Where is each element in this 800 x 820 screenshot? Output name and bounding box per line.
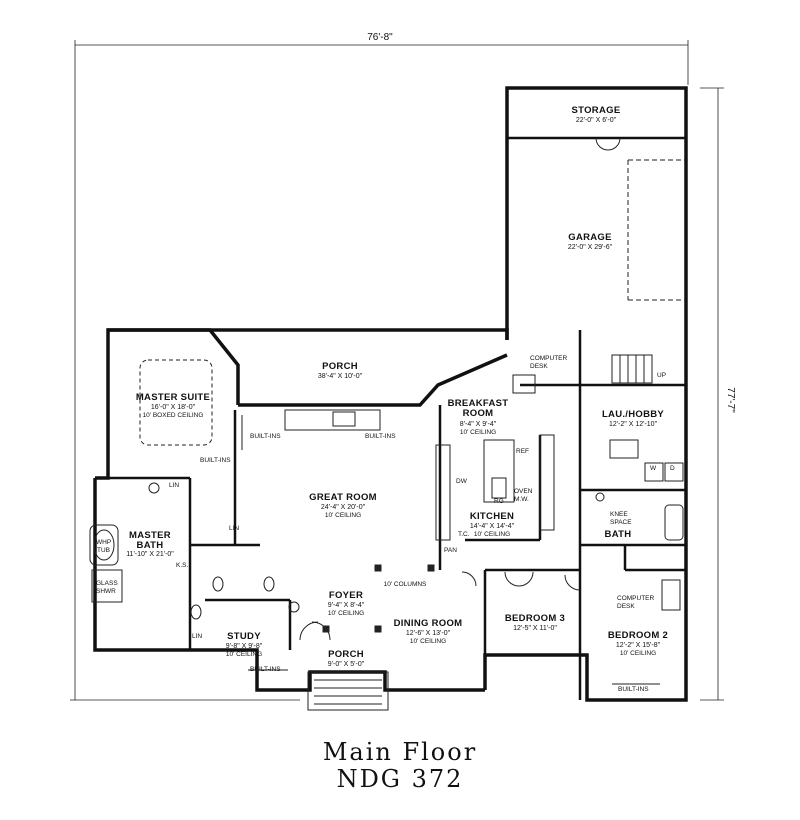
rg-label: RG [494, 498, 504, 505]
room-labels: 76'-8" 77'-7" STORAGE 22'-0" X 6'-0" GAR… [96, 32, 736, 693]
master-bath-name2: BATH [137, 540, 164, 551]
bath-name: BATH [605, 529, 632, 540]
great-room-ceiling: 10' CEILING [325, 512, 361, 519]
lin-label-1: LIN [169, 482, 179, 489]
up-label: UP [657, 372, 666, 379]
storage-dim: 22'-0" X 6'-0" [576, 117, 617, 124]
dining-dim: 12'-6" X 13'-0" [406, 630, 451, 637]
master-suite-ceiling: 10' BOXED CEILING [143, 412, 204, 419]
bedroom3-dim: 12'-5" X 11'-0" [513, 625, 557, 632]
lin-label-2: LIN [229, 525, 239, 532]
fixtures [89, 137, 686, 711]
overall-depth-label: 77'-7" [725, 387, 736, 413]
master-bath-dim: 11'-10" X 21'-0" [126, 551, 174, 558]
dw-label: DW [456, 478, 468, 485]
caption-title: Main Floor [322, 738, 478, 766]
mw-label: M.W. [514, 496, 529, 503]
pan-label: PAN [444, 547, 457, 554]
built-ins-label-5: BUILT-INS [618, 686, 649, 693]
master-suite-name: MASTER SUITE [136, 392, 210, 403]
porch-rear-name: PORCH [322, 361, 358, 372]
computer-desk-label-1: COMPUTER [530, 355, 568, 362]
bedroom3-name: BEDROOM 3 [505, 613, 565, 624]
lin-label-3: LIN [192, 633, 202, 640]
master-bath-name: MASTER [129, 530, 171, 541]
study-dim: 9'-8" X 9'-8" [226, 643, 263, 650]
built-ins-label-1: BUILT-INS [250, 433, 281, 440]
study-ceiling: 10' CEILING [226, 651, 262, 658]
breakfast-name2: ROOM [463, 408, 494, 419]
study-name: STUDY [227, 631, 261, 642]
interior-walls [108, 330, 686, 700]
porch-front-name: PORCH [328, 649, 364, 660]
tc-label: T.C. [458, 531, 470, 538]
washer-label: W [650, 465, 657, 472]
breakfast-name: BREAKFAST [448, 398, 509, 409]
porch-rear-dim: 38'-4" X 10'-0" [318, 373, 363, 380]
bedroom2-dim: 12'-2" X 15'-8" [616, 642, 661, 649]
foyer-name: FOYER [329, 590, 363, 601]
knee-label: KNEE [610, 511, 628, 518]
ks-label: K.S. [176, 562, 188, 569]
exterior-walls [93, 86, 688, 702]
computer-desk-label-2: DESK [530, 363, 548, 370]
garage-name: GARAGE [568, 232, 612, 243]
dining-name: DINING ROOM [394, 618, 463, 629]
kitchen-ceiling: 10' CEILING [474, 531, 510, 538]
built-ins-label-2: BUILT-INS [365, 433, 396, 440]
dimension-lines [70, 40, 724, 701]
caption-plan-number: NDG 372 [336, 765, 464, 793]
breakfast-ceiling: 10' CEILING [460, 429, 496, 436]
space-label: SPACE [610, 519, 632, 526]
great-room-name: GREAT ROOM [309, 492, 377, 503]
dining-ceiling: 10' CEILING [410, 638, 446, 645]
shwr-label: SHWR [96, 588, 116, 595]
oven-label: OVEN [514, 488, 533, 495]
lau-hobby-dim: 12'-2" X 12'-10" [609, 421, 658, 428]
tub-label: TUB [97, 547, 110, 554]
computer-desk-b2-label-2: DESK [617, 603, 635, 610]
porch-front-dim: 9'-0" X 5'-0" [328, 661, 365, 668]
columns-note: 10' COLUMNS [384, 581, 427, 588]
foyer-dim: 9'-4" X 8'-4" [328, 602, 365, 609]
garage-dim: 22'-0" X 29'-6" [568, 244, 613, 251]
master-suite-dim: 16'-0" X 18'-0" [151, 404, 196, 411]
dryer-label: D [670, 465, 675, 472]
foyer-ceiling: 10' CEILING [328, 610, 364, 617]
overall-width-label: 76'-8" [367, 32, 393, 43]
bedroom2-ceiling: 10' CEILING [620, 650, 656, 657]
great-room-dim: 24'-4" X 20'-0" [321, 504, 366, 511]
whp-label: WHP [96, 539, 111, 546]
built-ins-label-3: BUILT-INS [200, 457, 231, 464]
built-ins-label-4: BUILT-INS [250, 666, 281, 673]
breakfast-dim: 8'-4" X 9'-4" [460, 421, 497, 428]
kitchen-name: KITCHEN [470, 511, 514, 522]
glass-label: GLASS [96, 580, 118, 587]
bedroom2-name: BEDROOM 2 [608, 630, 668, 641]
kitchen-dim: 14'-4" X 14'-4" [470, 523, 515, 530]
lau-hobby-name: LAU./HOBBY [602, 409, 664, 420]
storage-name: STORAGE [572, 105, 621, 116]
ref-label: REF [516, 448, 529, 455]
computer-desk-b2-label-1: COMPUTER [617, 595, 655, 602]
